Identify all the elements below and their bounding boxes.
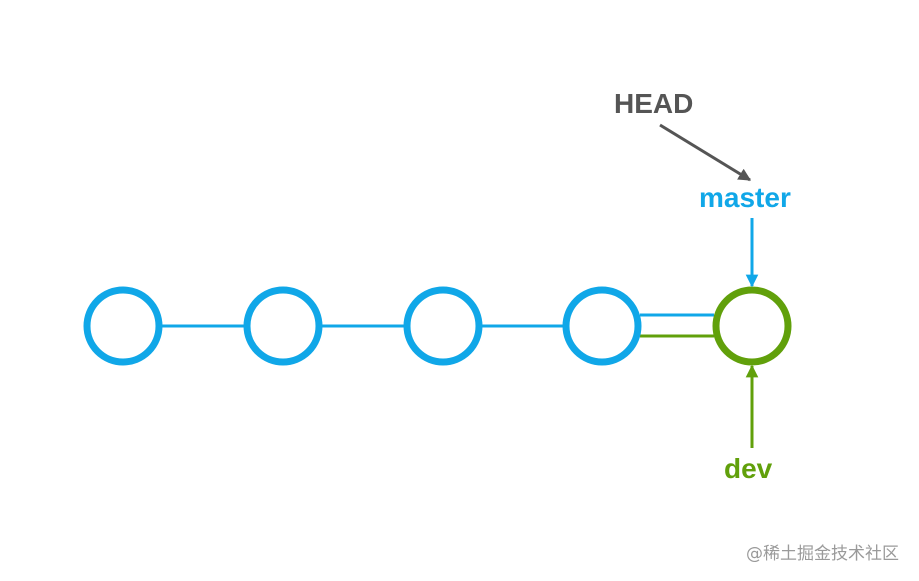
commit-node-3: [403, 286, 483, 366]
head-arrow: [659, 123, 752, 182]
dev-label: dev: [724, 453, 773, 484]
commit-node-4: [562, 286, 642, 366]
commit-node-5: [712, 286, 792, 366]
commit-node-2: [243, 286, 323, 366]
master-label: master: [699, 182, 791, 213]
watermark-text: @稀土掘金技术社区: [746, 544, 899, 564]
head-label: HEAD: [614, 88, 693, 119]
commit-node-1: [83, 286, 163, 366]
